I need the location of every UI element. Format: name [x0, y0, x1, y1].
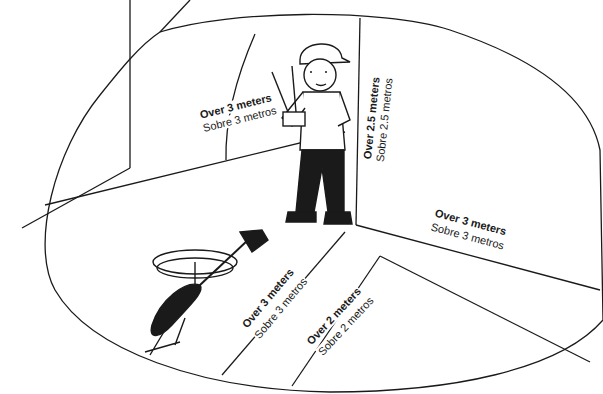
play-area-illustration	[0, 0, 603, 394]
